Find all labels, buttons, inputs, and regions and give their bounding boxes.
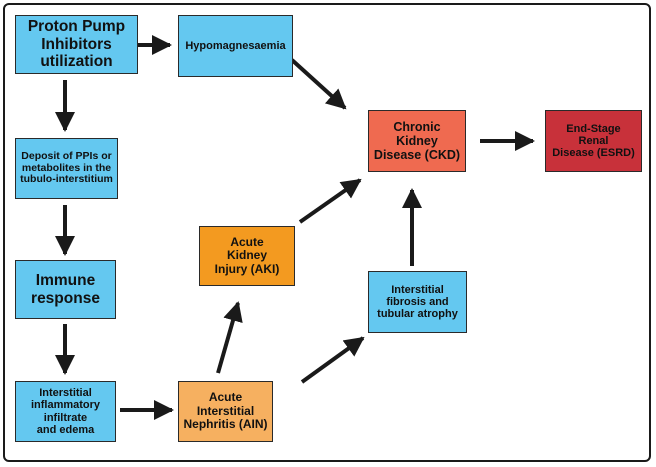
node-acute-interstitial-nephritis: Acute Interstitial Nephritis (AIN) [178, 381, 273, 442]
node-immune-response: Immune response [15, 260, 116, 319]
diagram-frame [3, 3, 651, 462]
arrow-ain-to-aki [216, 301, 243, 374]
node-chronic-kidney-disease: Chronic Kidney Disease (CKD) [368, 110, 466, 172]
node-ppi-utilization: Proton Pump Inhibitors utilization [15, 15, 138, 74]
arrow-ain-to-fibrosis [300, 336, 365, 384]
node-interstitial-infiltrate: Interstitial inflammatory infiltrate and… [15, 381, 116, 442]
node-ppi-deposit: Deposit of PPIs or metabolites in the tu… [15, 138, 118, 199]
arrow-aki-to-ckd [298, 178, 362, 224]
node-interstitial-fibrosis: Interstitial fibrosis and tubular atroph… [368, 271, 467, 333]
node-end-stage-renal-disease: End-Stage Renal Disease (ESRD) [545, 110, 642, 172]
arrow-hypomagnesaemia-to-ckd [290, 58, 347, 110]
node-acute-kidney-injury: Acute Kidney Injury (AKI) [199, 226, 295, 286]
node-hypomagnesaemia: Hypomagnesaemia [178, 15, 293, 77]
